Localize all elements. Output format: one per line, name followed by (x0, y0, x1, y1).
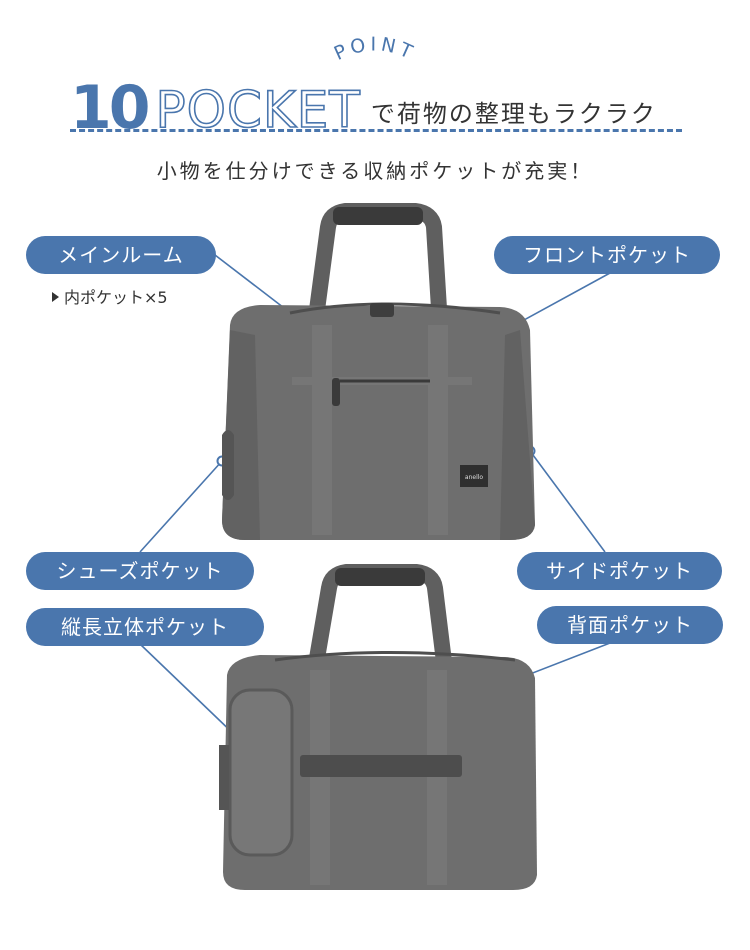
callout-front-pocket: フロントポケット (494, 236, 720, 274)
headline-text: で荷物の整理もラクラク (370, 100, 657, 128)
main-room-note-text: 内ポケット×5 (64, 288, 168, 307)
callout-vertical-pocket: 縦長立体ポケット (26, 608, 264, 646)
subtitle: 小物を仕分けできる収納ポケットが充実！ (156, 159, 594, 183)
bag-front-image: anello (222, 203, 535, 540)
point-label: POINT (331, 33, 415, 65)
triangle-bullet-icon (52, 292, 59, 302)
bag-back-image (219, 564, 537, 890)
dashed-divider (70, 129, 682, 132)
brand-tag: anello (465, 474, 484, 481)
pocket-count: 10 (70, 73, 150, 143)
callout-back-pocket: 背面ポケット (537, 606, 723, 644)
main-room-note: 内ポケット×5 (52, 284, 168, 308)
callout-main-room: メインルーム (26, 236, 216, 274)
callout-shoes-pocket: シューズポケット (26, 552, 254, 590)
callout-side-pocket: サイドポケット (517, 552, 722, 590)
